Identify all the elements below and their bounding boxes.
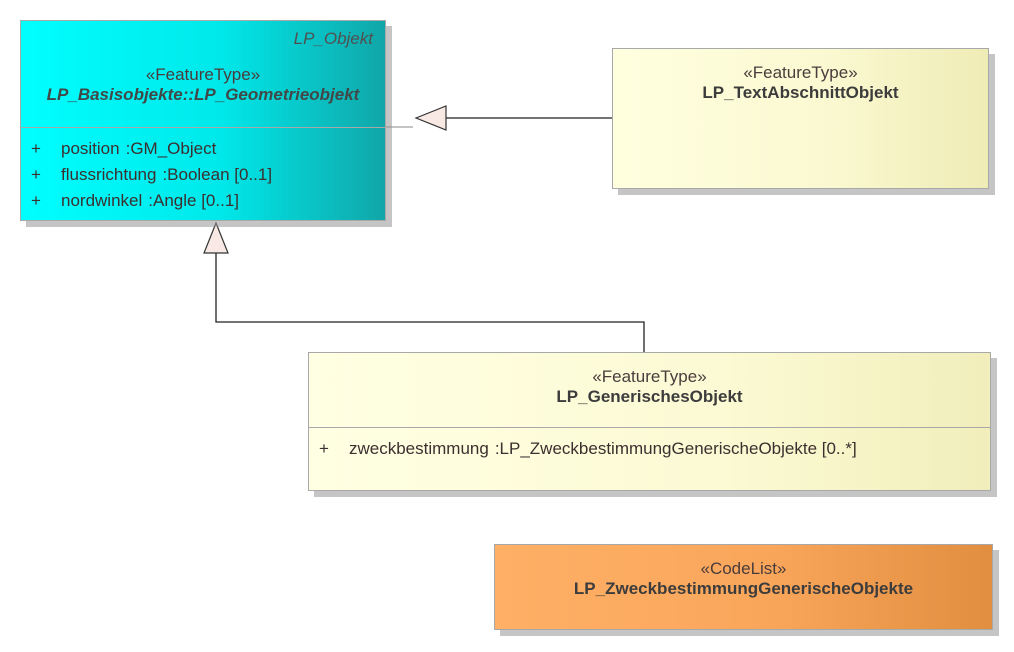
class-name: LP_ZweckbestimmungGenerischeObjekte: [573, 579, 914, 598]
stereotype-label: «FeatureType»: [743, 63, 858, 82]
generalization-textabschnitt-to-geometrieobjekt: [386, 105, 612, 131]
class-header: «FeatureType» LP_GenerischesObjekt: [309, 353, 990, 427]
generalization-generisches-to-geometrieobjekt: [203, 221, 645, 352]
visibility-marker: +: [319, 439, 329, 458]
attribute-type: :Angle [0..1]: [148, 191, 239, 210]
stereotype-label: «CodeList»: [700, 559, 787, 578]
class-lp-textabschnittobjekt[interactable]: «FeatureType» LP_TextAbschnittObjekt: [612, 48, 989, 189]
class-header: «FeatureType» LP_TextAbschnittObjekt: [613, 49, 988, 103]
generalization-arrowhead: [203, 221, 229, 254]
class-name: LP_GenerischesObjekt: [556, 387, 743, 406]
class-name: LP_TextAbschnittObjekt: [702, 83, 899, 102]
visibility-marker: +: [31, 191, 41, 210]
attribute-compartment: + position :GM_Object + flussrichtung :Boole…: [21, 127, 385, 214]
codelist-lp-zweckbestimmunggenerischeobjekte[interactable]: «CodeList» LP_ZweckbestimmungGenerischeO…: [494, 544, 993, 630]
attribute-row[interactable]: + flussrichtung :Boolean [0..1]: [31, 162, 385, 188]
stereotype-label: «FeatureType»: [145, 65, 261, 84]
attribute-row[interactable]: + position :GM_Object: [31, 136, 385, 162]
visibility-marker: +: [31, 139, 41, 158]
generalization-arrowhead: [414, 105, 447, 131]
attribute-type: :Boolean [0..1]: [162, 165, 273, 184]
attribute-row[interactable]: + nordwinkel :Angle [0..1]: [31, 188, 385, 214]
class-lp-generischesobjekt[interactable]: «FeatureType» LP_GenerischesObjekt + zwec…: [308, 352, 991, 491]
attribute-compartment: + zweckbestimmung :LP_ZweckbestimmungGener…: [309, 427, 990, 462]
class-header: «CodeList» LP_ZweckbestimmungGenerischeO…: [495, 545, 992, 599]
class-lp-geometrieobjekt[interactable]: LP_Objekt «FeatureType» LP_Basisobjekte:…: [20, 20, 386, 221]
attribute-type: :GM_Object: [125, 139, 217, 158]
parent-package-label: LP_Objekt: [293, 29, 373, 48]
attribute-name: position: [61, 139, 120, 158]
class-header: «FeatureType» LP_Basisobjekte::LP_Geomet…: [21, 21, 385, 127]
attribute-row[interactable]: + zweckbestimmung :LP_ZweckbestimmungGener…: [319, 436, 990, 462]
class-name: LP_Basisobjekte::LP_Geometrieobjekt: [46, 85, 360, 104]
stereotype-label: «FeatureType»: [592, 367, 707, 386]
attribute-name: flussrichtung: [61, 165, 157, 184]
attribute-name: zweckbestimmung: [349, 439, 489, 458]
attribute-name: nordwinkel: [61, 191, 143, 210]
visibility-marker: +: [31, 165, 41, 184]
attribute-type: :LP_ZweckbestimmungGenerischeObjekte [0.…: [494, 439, 857, 458]
